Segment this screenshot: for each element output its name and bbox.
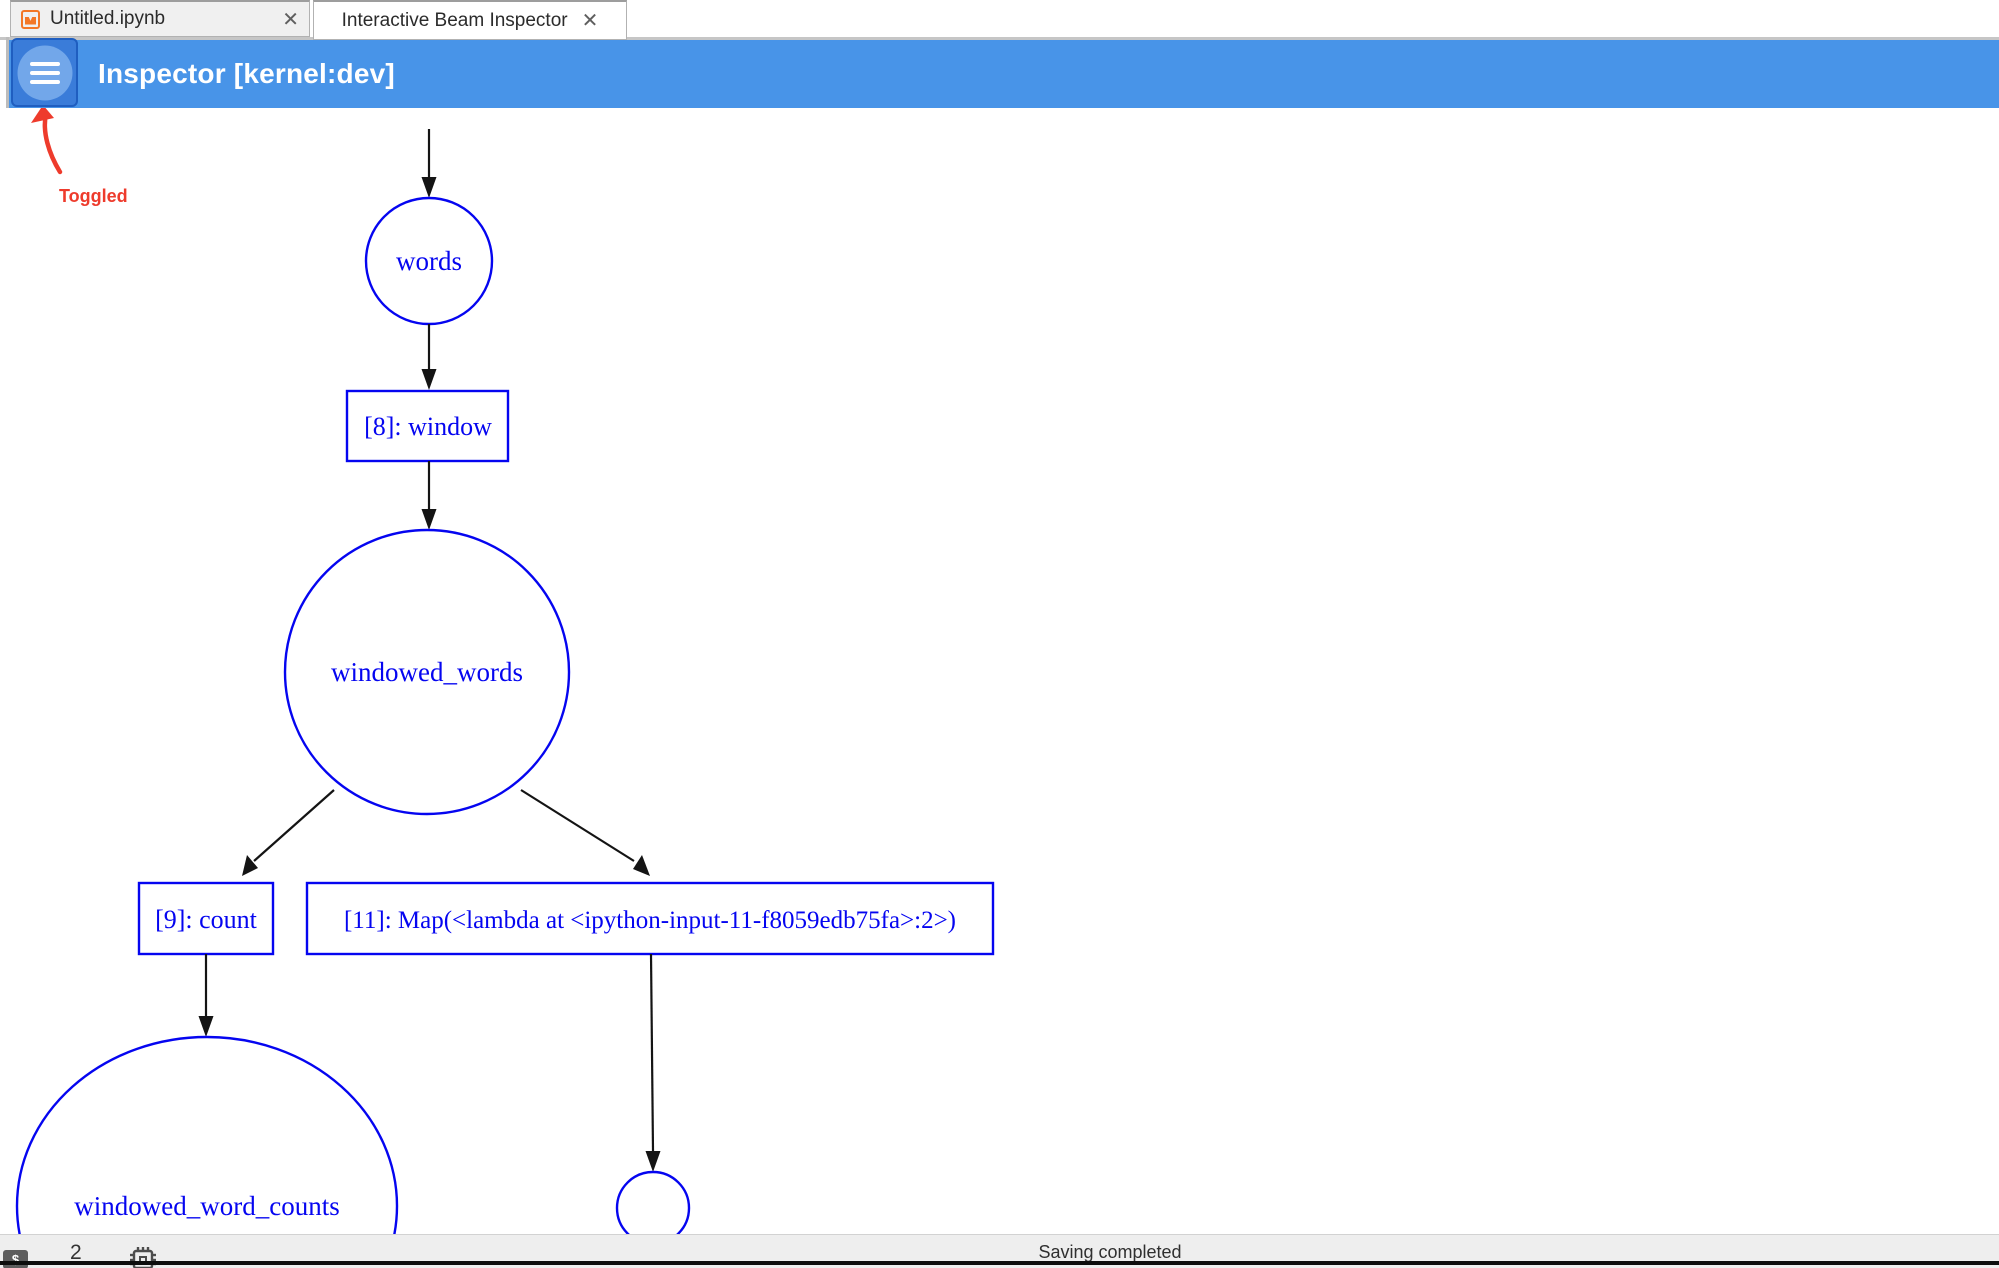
hamburger-icon xyxy=(29,61,60,84)
node-cell-9-count[interactable]: [9]: count xyxy=(137,881,275,956)
node-label-windowed-words: windowed_words xyxy=(331,657,523,687)
annotation-label: Toggled xyxy=(59,186,128,206)
edge-words-to-window xyxy=(421,324,437,390)
hamburger-menu-button[interactable] xyxy=(11,38,78,107)
node-cell-11-map[interactable]: [11]: Map(<lambda at <ipython-input-11-f… xyxy=(305,881,995,956)
node-windowed-words[interactable]: windowed_words xyxy=(283,528,571,816)
close-icon[interactable]: ✕ xyxy=(282,8,299,31)
edge-count-to-windowed-word-counts xyxy=(198,954,214,1037)
edge-windowed-words-to-count xyxy=(242,789,335,876)
notebook-icon xyxy=(21,9,40,29)
tab-interactive-beam-inspector[interactable]: Interactive Beam Inspector ✕ xyxy=(313,0,627,40)
terminal-icon[interactable]: $ xyxy=(3,1250,28,1268)
node-cell-8-window[interactable]: [8]: window xyxy=(345,389,510,463)
node-words[interactable]: words xyxy=(364,196,494,326)
kernel-count[interactable]: 2 xyxy=(70,1241,82,1264)
status-message: Saving completed xyxy=(1038,1242,1182,1262)
edge-windowed-words-to-map xyxy=(520,789,650,876)
annotation-arrowhead xyxy=(31,108,54,123)
window-bottom-edge xyxy=(0,1261,1999,1265)
edge-source-to-words xyxy=(421,129,437,198)
annotation-arrow-curve xyxy=(42,111,63,175)
node-windowed-word-counts[interactable]: windowed_word_counts xyxy=(15,1035,399,1234)
tab-bar: Untitled.ipynb ✕ Interactive Beam Inspec… xyxy=(0,0,1999,40)
node-output-pcollection[interactable] xyxy=(615,1170,691,1234)
inspector-header: Inspector [kernel:dev] xyxy=(9,38,1999,108)
node-label-cell-9-count: [9]: count xyxy=(155,905,258,934)
toggled-annotation: Toggled xyxy=(31,108,128,206)
node-label-windowed-word-counts: windowed_word_counts xyxy=(74,1191,339,1221)
node-label-cell-8-window: [8]: window xyxy=(364,412,492,441)
terminal-glyph: $ xyxy=(11,1252,20,1267)
node-label-words: words xyxy=(396,246,462,276)
edge-window-to-windowed-words xyxy=(421,461,437,530)
edge-map-to-output xyxy=(645,953,661,1172)
tab-untitled-notebook[interactable]: Untitled.ipynb ✕ xyxy=(10,0,310,37)
tab-label: Untitled.ipynb xyxy=(50,8,166,29)
tab-label: Interactive Beam Inspector xyxy=(341,9,568,31)
node-label-cell-11-map: [11]: Map(<lambda at <ipython-input-11-f… xyxy=(344,907,956,934)
pipeline-graph-svg: Toggled words [8]: window xyxy=(15,108,995,1234)
tabbar-separator xyxy=(0,37,1999,40)
close-icon[interactable]: ✕ xyxy=(581,10,599,32)
page-title: Inspector [kernel:dev] xyxy=(98,58,395,89)
pipeline-graph-canvas: Toggled words [8]: window xyxy=(0,108,1999,1234)
